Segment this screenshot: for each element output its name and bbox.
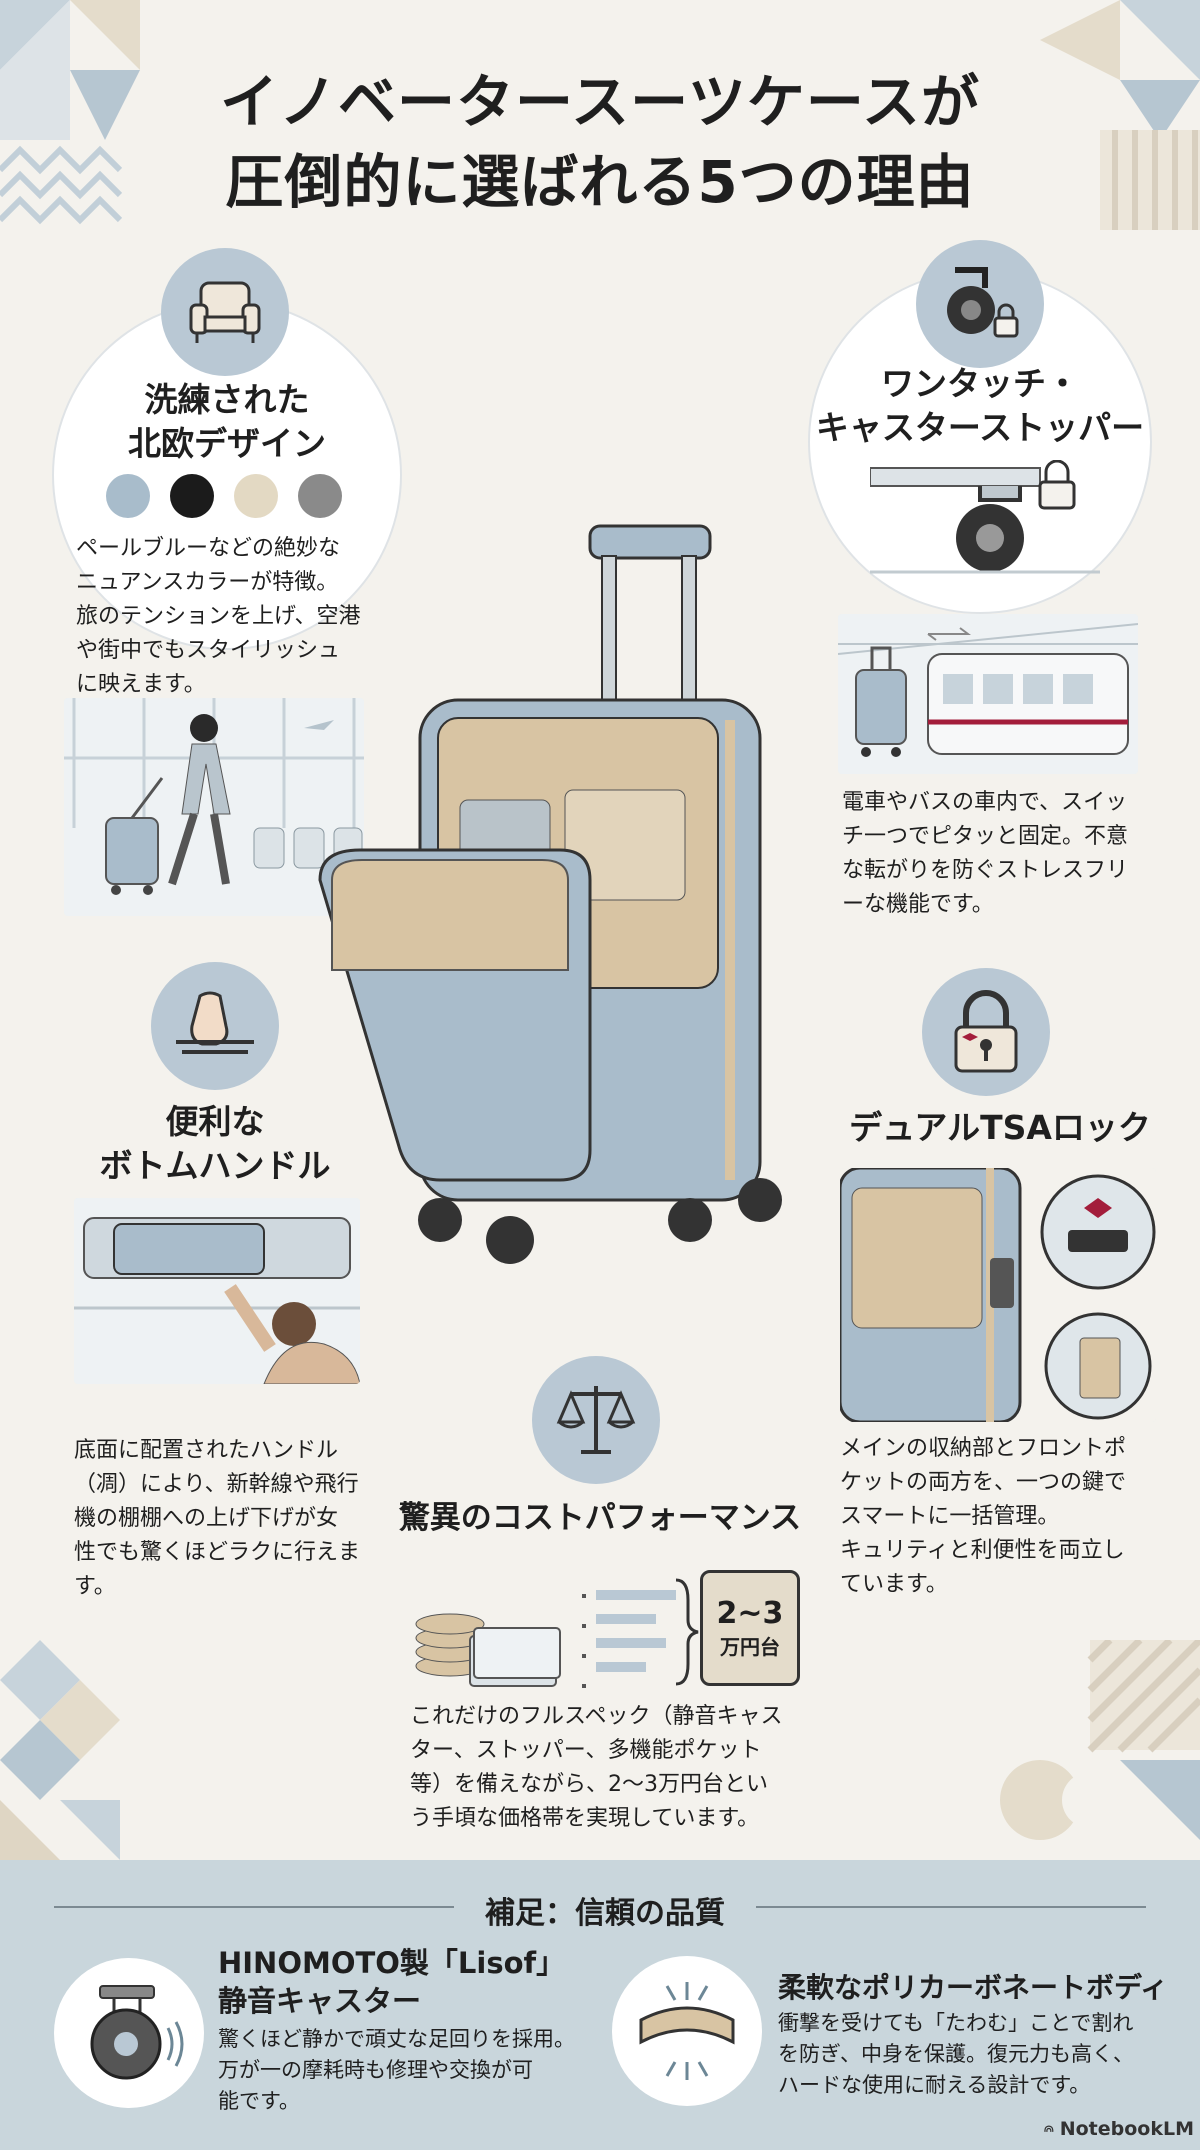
corner-pattern-top-left [0, 0, 140, 225]
handle-icon-circle [151, 962, 279, 1090]
body-feature-description: 衝撃を受けても「たわむ」ことで割れ を防ぎ、中身を保護。復元力も高く、 ハードな… [778, 2008, 1188, 2101]
balance-scale-icon [556, 1386, 636, 1454]
swatch-beige[interactable] [234, 474, 278, 518]
lock-heading-text: デュアルTSAロック [849, 1108, 1151, 1147]
lock-text-line: キュリティと利便性を両立し [840, 1538, 1125, 1563]
design-description: ペールブルーなどの絶妙な ニュアンスカラーが特徴。 旅のテンションを上げ、空港 … [76, 532, 396, 702]
cost-text-line: う手頃な価格帯を実現しています。 [410, 1806, 760, 1831]
flexible-body-icon [639, 1982, 735, 2080]
lock-text-line: メインの収納部とフロントポ [840, 1436, 1127, 1461]
airport-illustration [64, 698, 364, 916]
stopper-caster-illustration [870, 460, 1100, 574]
tsa-lock-illustration [840, 1168, 1156, 1422]
cost-heading-text: 驚異のコストパフォーマンス [398, 1500, 802, 1536]
price-tag-range: 2~3 [716, 1596, 784, 1631]
swatch-black[interactable] [170, 474, 214, 518]
page-title: イノベータースーツケースが 圧倒的に選ばれる5つの理由 [0, 62, 1200, 222]
design-text-line: や街中でもスタイリッシュ [76, 638, 341, 663]
notebooklm-logo-icon [1044, 2125, 1054, 2132]
handle-text-line: す。 [74, 1574, 116, 1599]
cost-text-line: 等）を備えながら、2〜3万円台とい [410, 1772, 768, 1797]
price-tag-unit: 万円台 [720, 1635, 780, 1659]
handle-text-line: 性でも驚くほどラクに行えま [74, 1540, 361, 1565]
lock-icon-circle [922, 968, 1050, 1096]
design-heading-line1: 洗練された [144, 380, 310, 419]
price-comparison-illustration [415, 1578, 699, 1688]
lock-text-line: ケットの両方を、一つの鍵で [840, 1470, 1127, 1495]
design-text-line: 旅のテンションを上げ、空港 [76, 604, 361, 629]
notebooklm-logo: NotebookLM [1044, 2118, 1194, 2140]
supplement-title: 補足：信頼の品質 [485, 1896, 725, 1931]
cost-icon-circle [532, 1356, 660, 1484]
hand-grip-icon [176, 991, 254, 1054]
body-text-line: を防ぎ、中身を保護。復元力も高く、 [778, 2042, 1134, 2066]
supplement-band [0, 1860, 1200, 2150]
swatch-pale-blue[interactable] [106, 474, 150, 518]
body-icon-circle [612, 1956, 762, 2106]
swatch-gray[interactable] [298, 474, 342, 518]
stopper-text-line: チ一つでピタッと固定。不意 [842, 824, 1129, 849]
stopper-heading-line1: ワンタッチ・ [881, 364, 1079, 403]
notebooklm-logo-text: NotebookLM [1059, 2118, 1194, 2140]
design-heading-line2: 北欧デザイン [128, 424, 326, 463]
page-title-line1: イノベータースーツケースが [219, 68, 981, 136]
stopper-description: 電車やバスの車内で、スイッ チ一つでピタッと固定。不意 な転がりを防ぐストレスフ… [842, 786, 1162, 922]
corner-pattern-top-right [1040, 0, 1200, 230]
cost-heading: 驚異のコストパフォーマンス [380, 1496, 820, 1540]
caster-text-line: 驚くほど静かで頑丈な足回りを採用。 [218, 2027, 575, 2051]
handle-text-line: 機の棚棚への上げ下げが女 [74, 1506, 339, 1531]
stopper-text-line: な転がりを防ぐストレスフリ [842, 858, 1129, 883]
caster-title-line1: HINOMOTO製「Lisof」 [218, 1946, 566, 1980]
handle-heading: 便利な ボトムハンドル [40, 1100, 390, 1188]
caster-feature-description: 驚くほど静かで頑丈な足回りを採用。 万が一の摩耗時も修理や交換が可 能です。 [218, 2024, 618, 2117]
suitcase-illustration [318, 524, 782, 1264]
design-text-line: に映えます。 [76, 672, 206, 697]
supplement-divider-right [756, 1906, 1146, 1908]
caster-feature-title: HINOMOTO製「Lisof」 静音キャスター [218, 1944, 598, 2020]
corner-pattern-bottom-left [0, 1640, 120, 1860]
color-swatches [106, 474, 406, 522]
handle-heading-line1: 便利な [165, 1102, 265, 1141]
lock-text-line: ています。 [840, 1572, 948, 1597]
stopper-heading-line2: キャスターストッパー [815, 408, 1145, 447]
caster-lock-icon [947, 267, 1019, 338]
lock-text-line: スマートに一括管理。 [840, 1504, 1060, 1529]
handle-text-line: （凋）により、新幹線や飛行 [74, 1472, 359, 1497]
caster-text-line: 能です。 [218, 2089, 300, 2113]
caster-title-line2: 静音キャスター [218, 1984, 422, 2018]
design-heading: 洗練された 北欧デザイン [52, 378, 402, 466]
supplement-divider-left [54, 1906, 454, 1908]
overhead-rack-illustration [74, 1198, 360, 1384]
armchair-icon [189, 281, 261, 343]
lock-description: メインの収納部とフロントポ ケットの両方を、一つの鍵で スマートに一括管理。 キ… [840, 1432, 1170, 1602]
stopper-text-line: 電車やバスの車内で、スイッ [842, 790, 1128, 815]
design-text-line: ペールブルーなどの絶妙な [76, 536, 341, 561]
design-icon-circle [161, 248, 289, 376]
handle-heading-line2: ボトムハンドル [99, 1146, 331, 1185]
design-text-line: ニュアンスカラーが特徴。 [76, 570, 339, 595]
train-illustration [838, 614, 1138, 774]
padlock-icon [954, 990, 1018, 1073]
body-text-line: ハードな使用に耐える設計です。 [778, 2073, 1091, 2097]
cost-text-line: ター、ストッパー、多機能ポケット [410, 1738, 762, 1763]
handle-text-line: 底面に配置されたハンドル [74, 1438, 339, 1463]
cost-text-line: これだけのフルスペック（静音キャス [410, 1704, 783, 1729]
caster-text-line: 万が一の摩耗時も修理や交換が可 [218, 2058, 533, 2082]
lock-heading: デュアルTSAロック [830, 1106, 1170, 1150]
caster-icon-circle [54, 1958, 204, 2108]
price-tag: 2~3 万円台 [700, 1570, 800, 1686]
cost-description: これだけのフルスペック（静音キャス ター、ストッパー、多機能ポケット 等）を備え… [410, 1700, 830, 1836]
corner-pattern-bottom-right [1000, 1640, 1200, 1840]
body-feature-title: 柔軟なポリカーボネートボディ [778, 1971, 1169, 2004]
handle-description: 底面に配置されたハンドル （凋）により、新幹線や飛行 機の棚棚への上げ下げが女 … [74, 1434, 394, 1604]
stopper-text-line: ーな機能です。 [842, 892, 994, 917]
body-text-line: 衝撃を受けても「たわむ」ことで割れ [778, 2011, 1134, 2035]
stopper-icon-circle [916, 240, 1044, 368]
stopper-heading: ワンタッチ・ キャスターストッパー [808, 362, 1152, 450]
caster-wheel-icon [90, 1985, 184, 2080]
page-title-line2: 圧倒的に選ばれる5つの理由 [225, 148, 975, 216]
